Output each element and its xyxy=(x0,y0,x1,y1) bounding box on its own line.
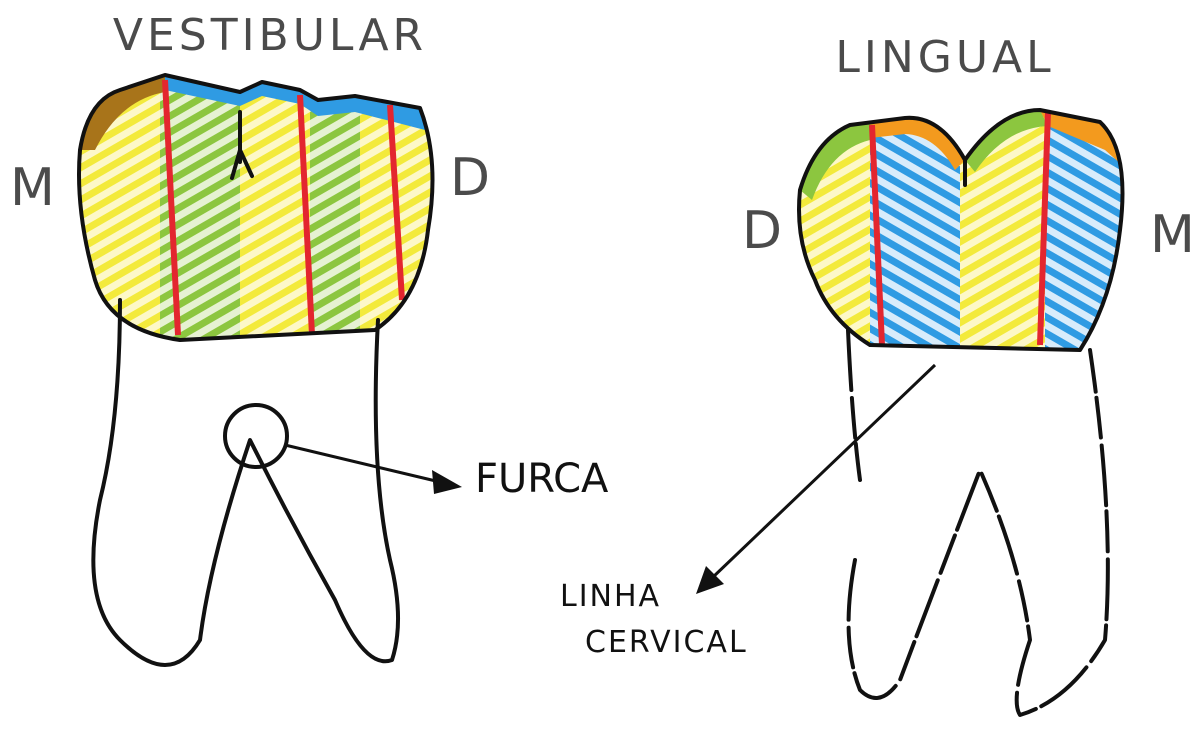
furca-label: FURCA xyxy=(475,456,609,502)
lingual-tooth xyxy=(790,100,1135,715)
vestibular-distal-label: D xyxy=(450,148,490,208)
furca-circle xyxy=(225,405,287,467)
furca-arrow xyxy=(285,445,462,494)
vestibular-roots-outline xyxy=(93,300,398,665)
lingual-roots-outline xyxy=(848,330,1108,715)
vestibular-tooth xyxy=(70,60,440,665)
cervical-line-label-1: LINHA xyxy=(560,579,661,614)
vestibular-title: VESTIBULAR xyxy=(113,10,427,61)
lingual-distal-label: D xyxy=(742,201,782,261)
lingual-crown xyxy=(790,100,1135,380)
cervical-line-label-2: CERVICAL xyxy=(585,625,748,660)
vestibular-crown xyxy=(70,60,440,360)
lingual-title: LINGUAL xyxy=(835,32,1054,83)
cervical-line-arrow xyxy=(696,365,935,594)
vestibular-mesial-label: M xyxy=(10,158,55,218)
lingual-mesial-label: M xyxy=(1150,205,1195,265)
